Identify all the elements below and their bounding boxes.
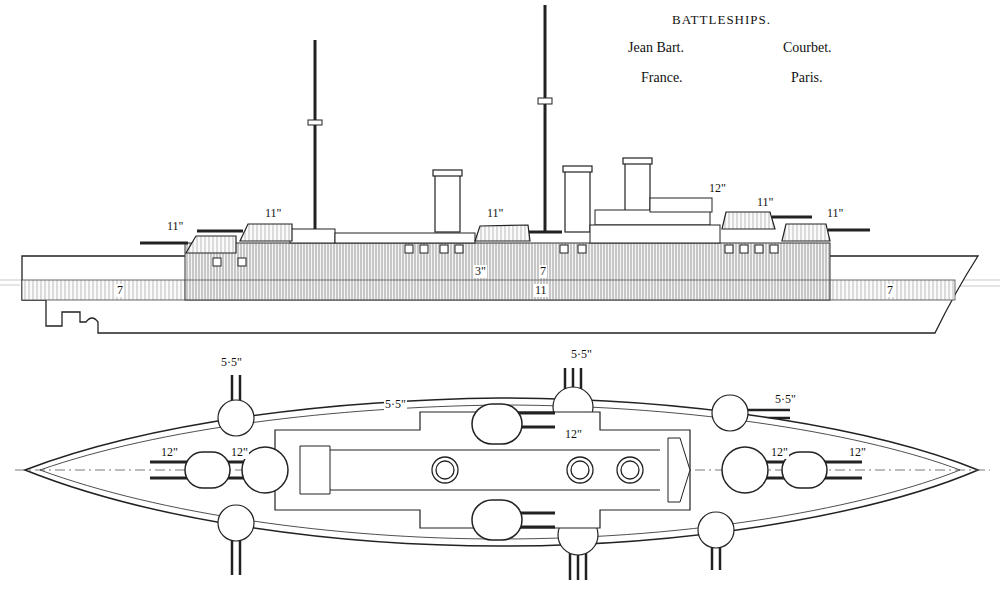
armor-thickness: 7 — [539, 265, 547, 278]
ship-name: Paris. — [790, 70, 824, 86]
ship-name: Courbet. — [782, 40, 833, 56]
armor-thickness: 11" — [756, 196, 774, 209]
gun-calibre: 5·5" — [774, 393, 797, 406]
armor-thickness: 11 — [534, 284, 548, 297]
gun-calibre: 12" — [564, 428, 583, 441]
armor-thickness: 11" — [264, 207, 282, 220]
gun-calibre: 5·5" — [220, 356, 243, 369]
armor-thickness: 3" — [474, 265, 487, 278]
armor-thickness: 11" — [166, 220, 184, 233]
gun-calibre: 5·5" — [384, 398, 407, 411]
gun-calibre: 5·5" — [570, 348, 593, 361]
gun-calibre: 12" — [770, 446, 789, 459]
ship-name: Jean Bart. — [627, 40, 685, 56]
gun-calibre: 12" — [848, 446, 867, 459]
armor-thickness: 7 — [886, 284, 894, 297]
gun-calibre: 12" — [160, 446, 179, 459]
title: BATTLESHIPS. — [672, 12, 771, 28]
armor-thickness: 11" — [486, 207, 504, 220]
armor-thickness: 11" — [826, 207, 844, 220]
ship-name: France. — [640, 70, 684, 86]
armor-thickness: 12" — [708, 182, 727, 195]
armor-thickness: 7 — [116, 284, 124, 297]
gun-calibre: 12" — [230, 446, 249, 459]
